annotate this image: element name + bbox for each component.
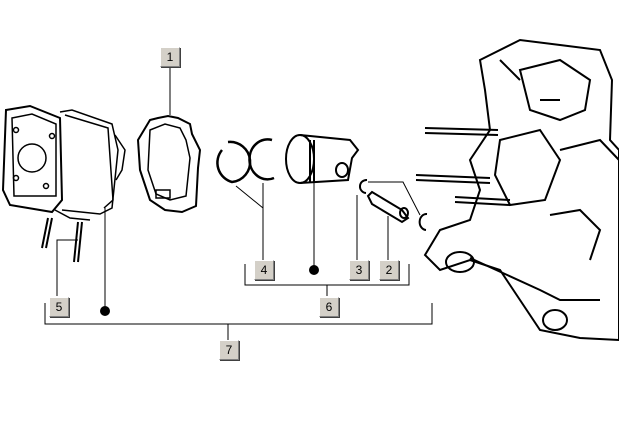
callout-7[interactable]: 7 [219,340,239,360]
callout-1[interactable]: 1 [160,47,180,67]
piston-ring [248,138,275,181]
leader-lines [56,67,421,311]
cylinder-gasket [136,114,202,214]
callout-2[interactable]: 2 [379,260,399,280]
callout-6[interactable]: 6 [319,297,339,317]
non-supplied-part-dot [100,306,110,316]
crankcase-studs [415,127,511,206]
circlip [359,179,368,194]
non-supplied-part-dot [309,265,319,275]
cylinder-part [1,104,126,221]
piston [285,134,360,184]
bracket-7 [44,303,433,340]
bracket-6 [244,264,410,296]
callout-3[interactable]: 3 [349,260,369,280]
piston-pin [366,190,410,224]
circlip [418,213,428,231]
stud-bolts [41,217,83,263]
crankcase [423,38,619,342]
piston-ring [216,140,252,184]
callout-4[interactable]: 4 [254,260,274,280]
callout-5[interactable]: 5 [49,297,69,317]
